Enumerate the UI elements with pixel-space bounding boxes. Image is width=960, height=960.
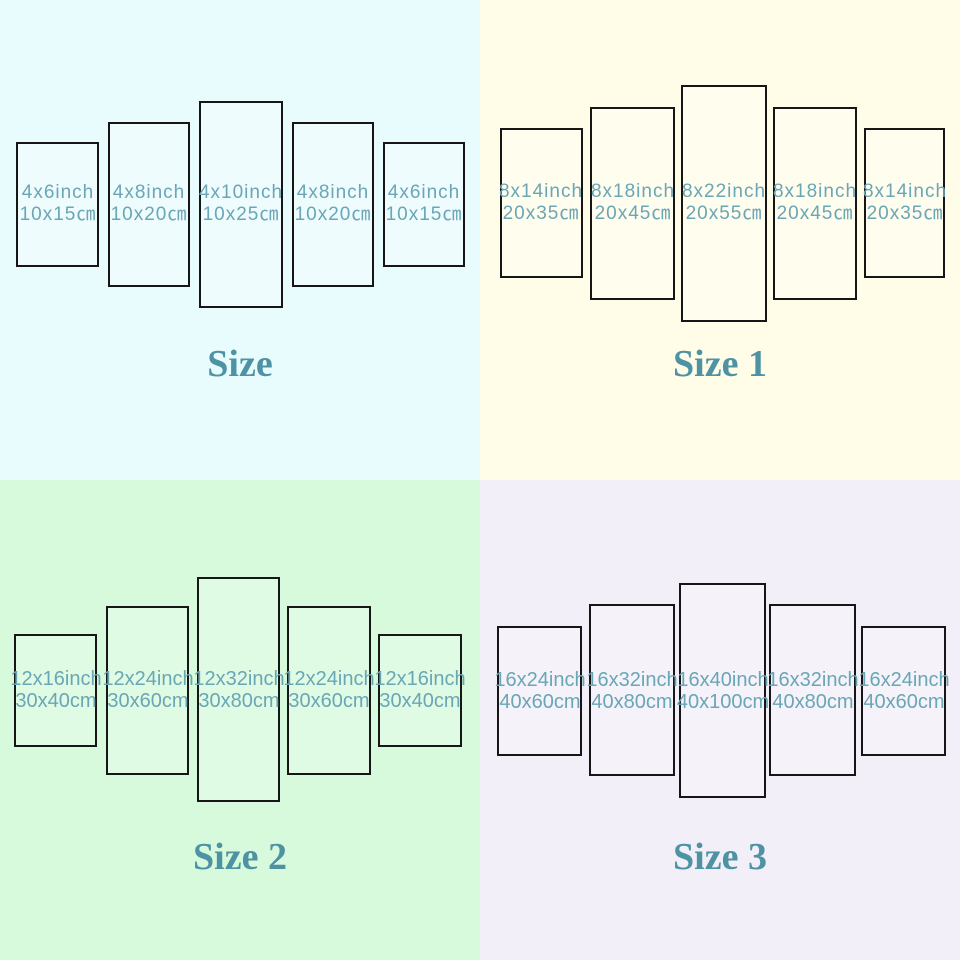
- canvas-panel-outline: [589, 604, 675, 776]
- panel-cm-label: 40x80cm: [772, 691, 854, 713]
- panel-inch-label: 16x24inch: [858, 669, 950, 691]
- panel-cm-label: 30x40cm: [379, 690, 461, 712]
- panel-inch-label: 12x32inch: [193, 668, 285, 690]
- panel-cm-label: 30x80cm: [198, 690, 280, 712]
- panel-size-label: 4x10inch 10x25㎝: [199, 182, 283, 226]
- panel-inch-label: 12x24inch: [283, 668, 375, 690]
- panel-cm-label: 20x55㎝: [685, 203, 763, 224]
- panel-cm-label: 40x60cm: [499, 691, 581, 713]
- panel-size-label: 16x32inch 40x80cm: [586, 669, 677, 713]
- panel-inch-label: 16x40inch: [677, 669, 769, 691]
- panel-inch-label: 16x32inch: [586, 669, 678, 691]
- panel-cm-label: 10x20㎝: [294, 204, 372, 225]
- panel-inch-label: 16x32inch: [767, 669, 859, 691]
- canvas-panel-outline: [108, 122, 190, 287]
- quadrant-title: Size 2: [193, 836, 287, 878]
- panel-size-label: 16x32inch 40x80cm: [767, 669, 858, 713]
- panel-cm-label: 10x20㎝: [110, 204, 188, 225]
- canvas-panel-outline: [864, 128, 945, 278]
- panel-size-label: 12x24inch 30x60cm: [102, 668, 193, 712]
- canvas-panel-outline: [14, 634, 97, 747]
- canvas-panel-outline: [769, 604, 856, 776]
- panel-inch-label: 4x6inch: [21, 182, 95, 203]
- panel-cm-label: 30x60cm: [288, 690, 370, 712]
- panel-inch-label: 8x14inch: [498, 181, 584, 202]
- panel-cm-label: 20x35㎝: [502, 203, 580, 224]
- panel-cm-label: 40x100cm: [676, 691, 770, 713]
- quadrant-title: Size 1: [673, 343, 767, 385]
- canvas-panel-outline: [383, 142, 465, 267]
- panel-size-label: 12x16inch 30x40cm: [10, 668, 101, 712]
- panel-cm-label: 10x15㎝: [19, 204, 97, 225]
- canvas-panel-outline: [861, 626, 946, 756]
- panel-size-label: 4x8inch 10x20㎝: [111, 182, 188, 226]
- panel-size-label: 4x8inch 10x20㎝: [295, 182, 372, 226]
- panel-size-label: 4x6inch 10x15㎝: [386, 182, 463, 226]
- quadrant-size-3: 16x24inch 40x60cm 16x32inch 40x80cm 16x4…: [480, 480, 960, 960]
- canvas-panel-outline: [287, 606, 371, 775]
- panel-inch-label: 12x16inch: [10, 668, 102, 690]
- quadrant-size: 4x6inch 10x15㎝ 4x8inch 10x20㎝ 4x10inch 1…: [0, 0, 480, 480]
- panel-cm-label: 10x15㎝: [385, 204, 463, 225]
- canvas-panel-outline: [292, 122, 374, 287]
- panel-inch-label: 8x22inch: [681, 181, 767, 202]
- panel-inch-label: 16x24inch: [494, 669, 586, 691]
- panel-size-label: 16x24inch 40x60cm: [494, 669, 585, 713]
- panel-cm-label: 40x60cm: [863, 691, 945, 713]
- panel-size-label: 8x18inch 20x45㎝: [591, 181, 675, 225]
- panel-cm-label: 40x80cm: [591, 691, 673, 713]
- panel-size-label: 16x40inch 40x100cm: [677, 669, 769, 713]
- quadrant-size-1: 8x14inch 20x35㎝ 8x18inch 20x45㎝ 8x22inch…: [480, 0, 960, 480]
- panel-inch-label: 12x24inch: [102, 668, 194, 690]
- panel-size-label: 4x6inch 10x15㎝: [20, 182, 97, 226]
- panel-cm-label: 30x60cm: [107, 690, 189, 712]
- panel-inch-label: 12x16inch: [374, 668, 466, 690]
- quadrant-size-2: 12x16inch 30x40cm 12x24inch 30x60cm 12x3…: [0, 480, 480, 960]
- panel-inch-label: 4x10inch: [198, 182, 284, 203]
- canvas-panel-outline: [497, 626, 582, 756]
- canvas-panel-outline: [106, 606, 189, 775]
- panel-cm-label: 20x35㎝: [866, 203, 944, 224]
- panel-size-label: 12x32inch 30x80cm: [193, 668, 284, 712]
- panel-size-label: 16x24inch 40x60cm: [858, 669, 949, 713]
- panel-inch-label: 8x14inch: [862, 181, 948, 202]
- panel-size-label: 12x16inch 30x40cm: [374, 668, 465, 712]
- panel-size-label: 8x18inch 20x45㎝: [773, 181, 857, 225]
- canvas-panel-outline: [16, 142, 99, 267]
- canvas-panel-outline: [590, 107, 675, 300]
- panel-inch-label: 8x18inch: [772, 181, 858, 202]
- canvas-panel-outline: [500, 128, 583, 278]
- panel-cm-label: 10x25㎝: [202, 204, 280, 225]
- canvas-panel-outline: [679, 583, 766, 798]
- panel-size-label: 12x24inch 30x60cm: [283, 668, 374, 712]
- canvas-panel-outline: [378, 634, 462, 747]
- panel-cm-label: 30x40cm: [15, 690, 97, 712]
- panel-cm-label: 20x45㎝: [776, 203, 854, 224]
- canvas-panel-outline: [681, 85, 767, 322]
- panel-inch-label: 4x6inch: [387, 182, 461, 203]
- panel-size-label: 8x14inch 20x35㎝: [499, 181, 583, 225]
- quadrant-title: Size 3: [673, 836, 767, 878]
- panel-size-label: 8x22inch 20x55㎝: [682, 181, 766, 225]
- quadrant-title: Size: [207, 343, 273, 385]
- panel-inch-label: 8x18inch: [590, 181, 676, 202]
- canvas-panel-outline: [197, 577, 280, 802]
- panel-cm-label: 20x45㎝: [594, 203, 672, 224]
- panel-inch-label: 4x8inch: [112, 182, 186, 203]
- canvas-panel-outline: [199, 101, 283, 308]
- panel-size-label: 8x14inch 20x35㎝: [863, 181, 947, 225]
- canvas-panel-outline: [773, 107, 857, 300]
- panel-inch-label: 4x8inch: [296, 182, 370, 203]
